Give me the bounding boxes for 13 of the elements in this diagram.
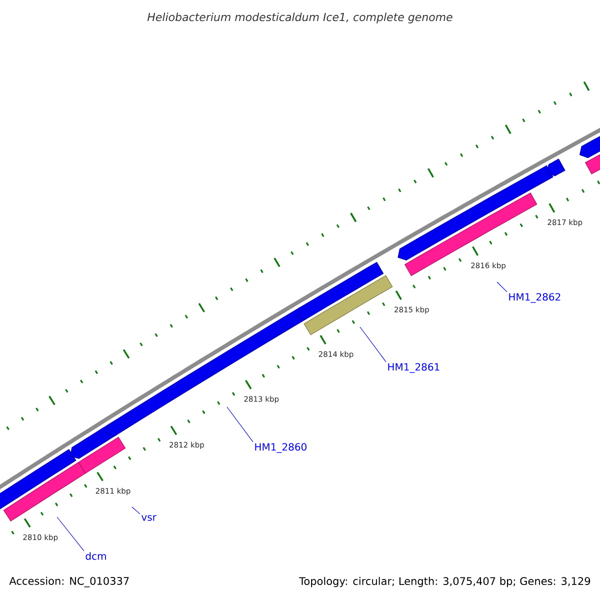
gene-label: HM1_2862 [509, 293, 560, 303]
gene-label: vsr [142, 515, 156, 521]
gene-label: dcm [86, 552, 106, 560]
title: Heliobacterium modesticaldum Ice1, complete genome [147, 12, 452, 24]
leader-line [226, 406, 254, 442]
footer-text: Accession: NC_010337 [9, 576, 129, 588]
leader-line [56, 516, 84, 552]
gene-label: HM1_2861 [388, 363, 440, 373]
leader-line [132, 506, 140, 514]
footer-text: Topology: circular; Length: 3,075,407 bp; Genes: 3,129 [299, 576, 590, 588]
leader-line [360, 326, 386, 362]
leader-line [496, 282, 508, 292]
gene-label: HM1_2860 [255, 443, 306, 453]
